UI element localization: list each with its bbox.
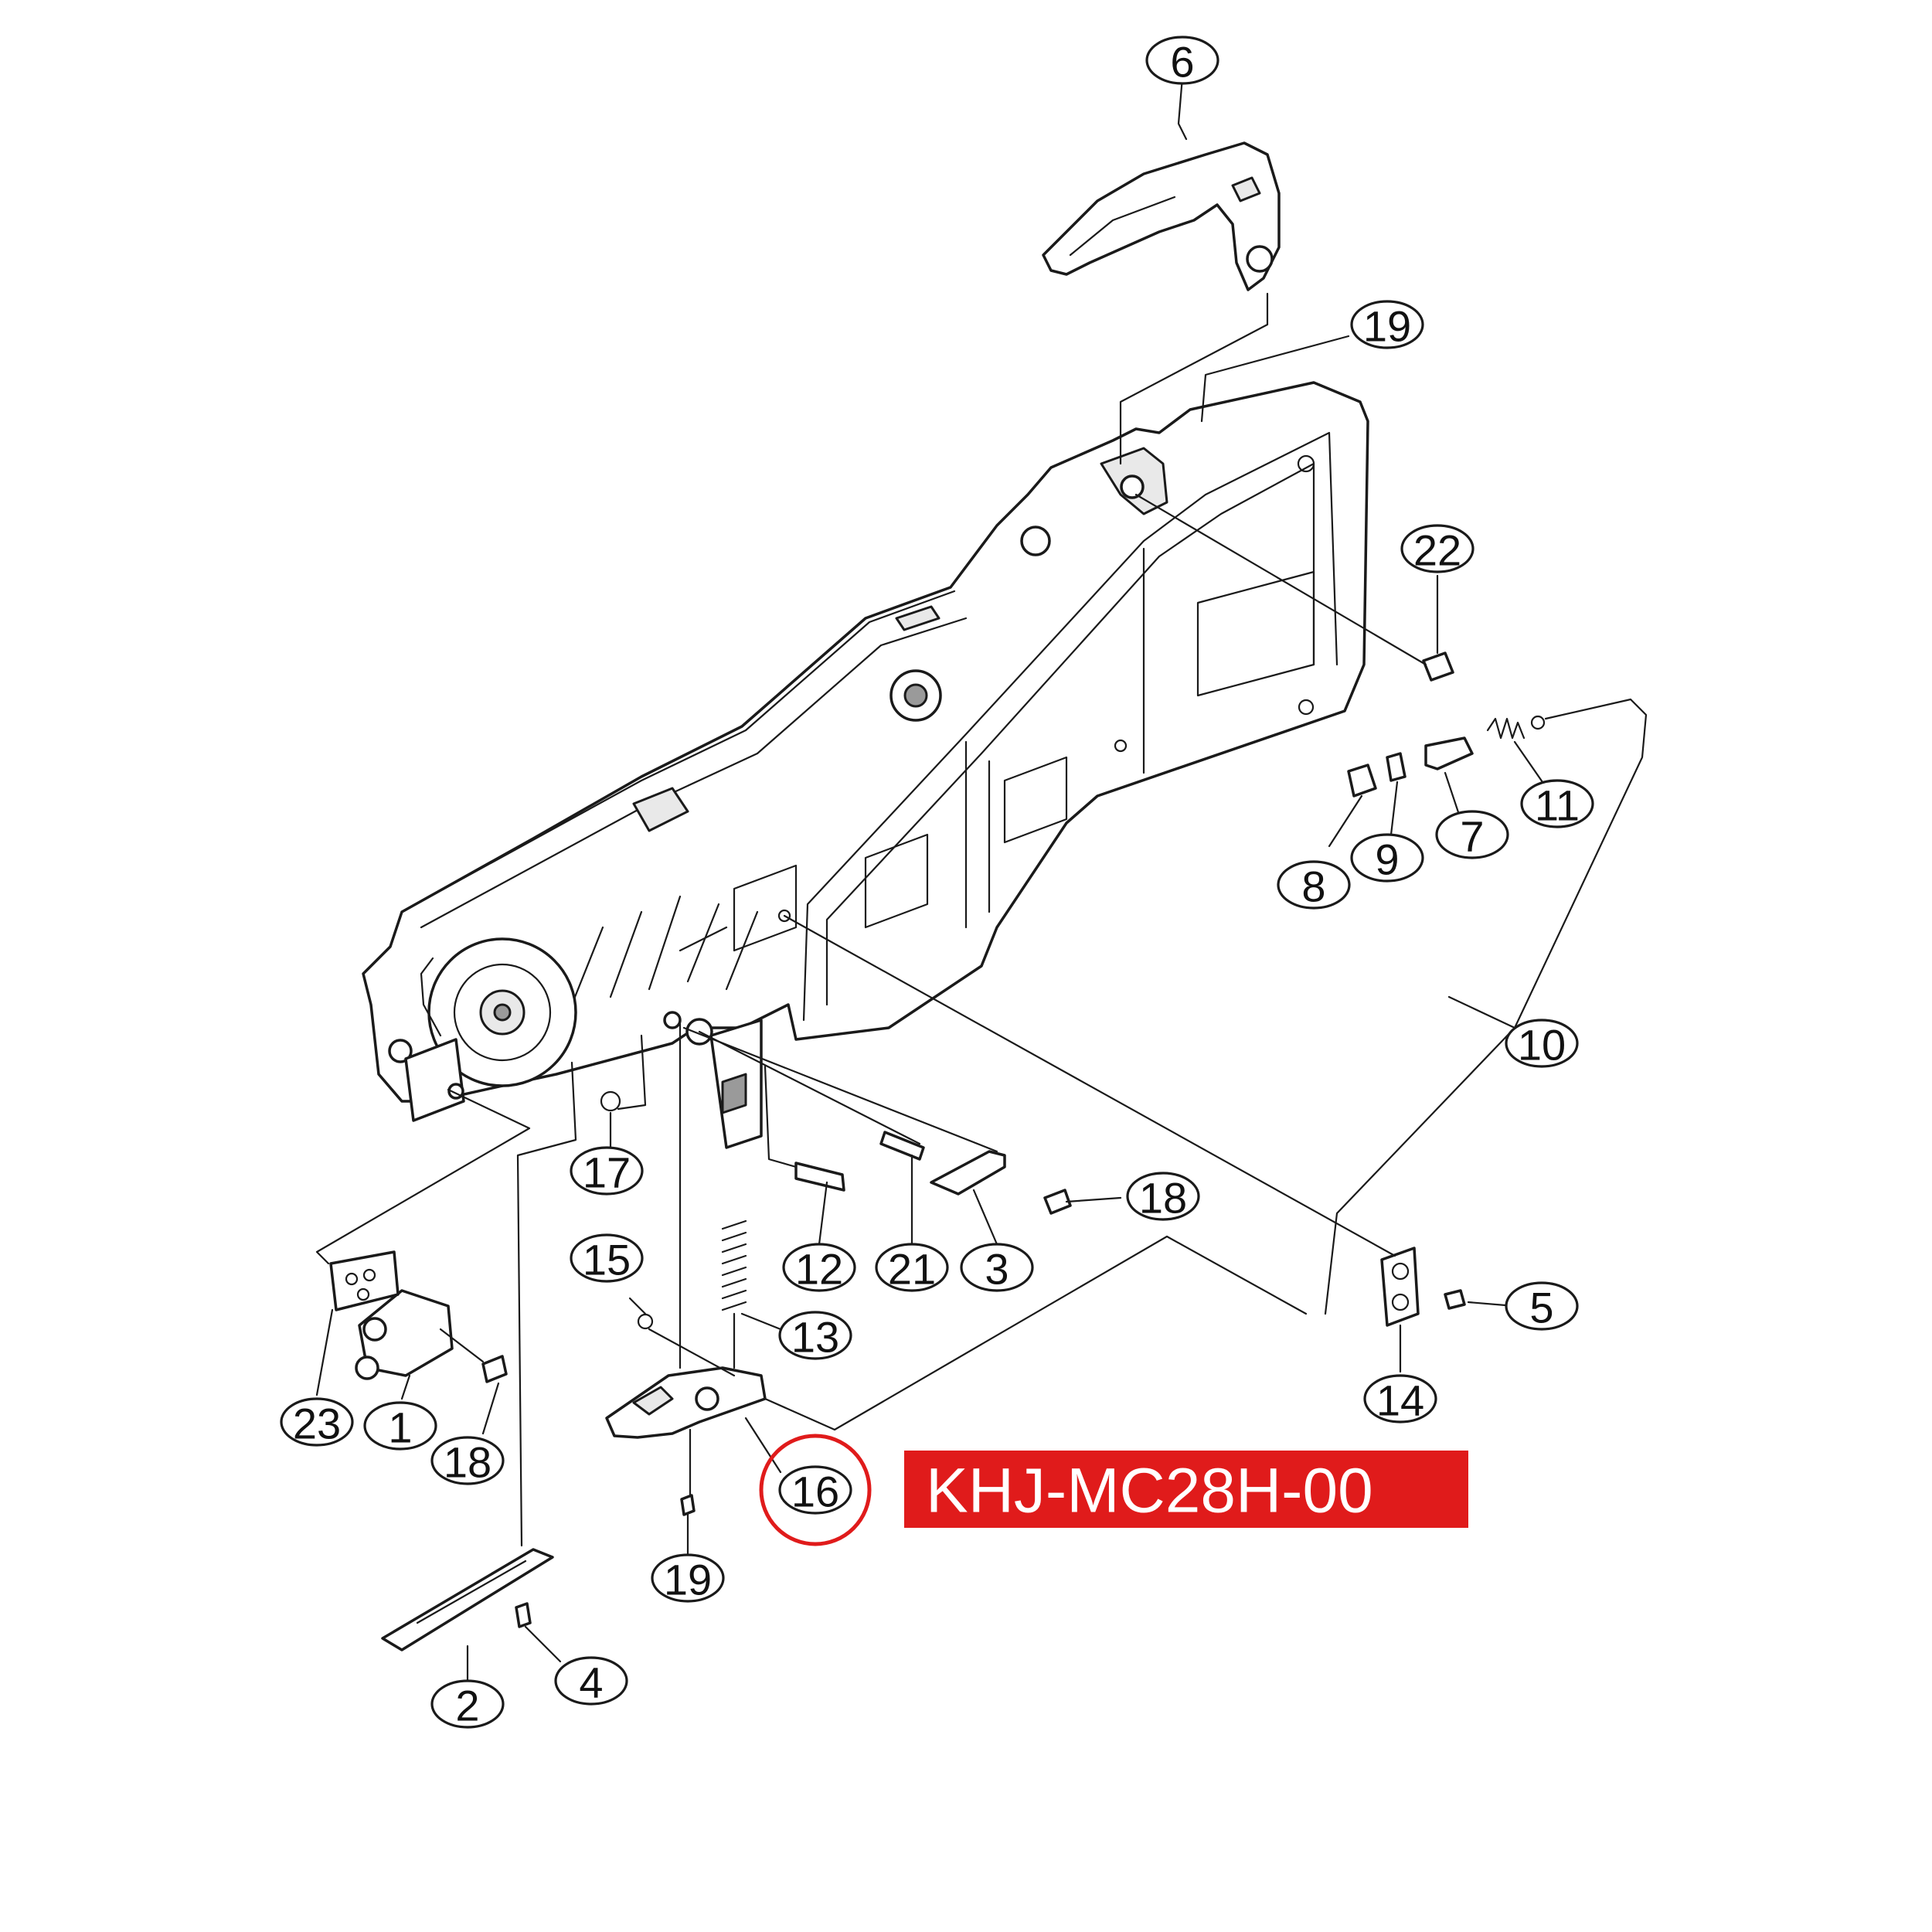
callout-label: 18 bbox=[444, 1438, 492, 1487]
callout-label: 19 bbox=[1363, 302, 1411, 351]
callout-18-right: 18 bbox=[1126, 1172, 1200, 1223]
lever-7 bbox=[1424, 736, 1474, 770]
part-code-label: KHJ-MC28H-00 bbox=[904, 1451, 1468, 1528]
callout-4: 4 bbox=[554, 1656, 628, 1707]
screw-4 bbox=[515, 1602, 532, 1628]
callout-label: 8 bbox=[1301, 862, 1325, 911]
callout-18-left: 18 bbox=[430, 1436, 505, 1487]
callout-label: 11 bbox=[1535, 781, 1580, 830]
callout-8: 8 bbox=[1277, 860, 1351, 911]
plate-14 bbox=[1380, 1247, 1420, 1327]
callout-label: 13 bbox=[791, 1313, 839, 1362]
callout-17: 17 bbox=[570, 1146, 644, 1197]
pin-19-lower bbox=[680, 1494, 696, 1516]
callout-23: 23 bbox=[280, 1397, 354, 1448]
callout-label: 18 bbox=[1139, 1174, 1187, 1223]
highlight-ring bbox=[759, 1434, 872, 1546]
eclip-17 bbox=[600, 1090, 621, 1112]
pin-21 bbox=[879, 1131, 925, 1161]
callout-3: 3 bbox=[960, 1243, 1034, 1294]
callout-label: 23 bbox=[293, 1400, 341, 1448]
leader-lines bbox=[315, 76, 1551, 1686]
shaft-12 bbox=[794, 1162, 845, 1192]
callout-13: 13 bbox=[778, 1311, 852, 1362]
callout-label: 17 bbox=[583, 1148, 631, 1197]
callout-label: 4 bbox=[579, 1658, 603, 1707]
callout-label: 1 bbox=[388, 1403, 412, 1452]
screw-18-left bbox=[481, 1355, 508, 1383]
callout-19-bottom: 19 bbox=[651, 1553, 725, 1604]
part-code-text: KHJ-MC28H-00 bbox=[926, 1456, 1373, 1526]
callout-2: 2 bbox=[430, 1679, 505, 1730]
screw-18-right bbox=[1043, 1189, 1072, 1215]
callout-15: 15 bbox=[570, 1233, 644, 1284]
lever-16 bbox=[605, 1366, 767, 1439]
wire-10 bbox=[1324, 698, 1648, 1315]
callout-label: 15 bbox=[583, 1236, 631, 1284]
clip-9 bbox=[1386, 752, 1406, 782]
callout-label: 16 bbox=[791, 1468, 839, 1516]
callout-label: 6 bbox=[1170, 38, 1194, 87]
spring-13 bbox=[721, 1219, 747, 1311]
callout-label: 2 bbox=[455, 1682, 479, 1730]
plate-23 bbox=[329, 1250, 400, 1311]
part-code-background bbox=[904, 1451, 1468, 1528]
callout-14: 14 bbox=[1363, 1374, 1437, 1425]
callout-label: 21 bbox=[888, 1245, 936, 1294]
cutter-3 bbox=[930, 1150, 1006, 1196]
callout-16: 16 bbox=[778, 1465, 852, 1516]
callout-6: 6 bbox=[1145, 36, 1219, 87]
callout-10: 10 bbox=[1505, 1019, 1579, 1070]
callout-label: 3 bbox=[985, 1245, 1009, 1294]
callout-label: 12 bbox=[795, 1245, 843, 1294]
screw-5 bbox=[1444, 1289, 1466, 1310]
callout-label: 10 bbox=[1518, 1021, 1566, 1070]
clip-8 bbox=[1347, 764, 1377, 798]
spring-11 bbox=[1486, 717, 1526, 740]
eclip-15 bbox=[637, 1313, 654, 1330]
callout-label: 19 bbox=[664, 1556, 712, 1604]
callout-19-top: 19 bbox=[1350, 300, 1424, 351]
callout-5: 5 bbox=[1505, 1281, 1579, 1332]
handle-part bbox=[1042, 141, 1281, 291]
callout-7: 7 bbox=[1435, 810, 1509, 861]
callout-11: 11 bbox=[1520, 779, 1594, 830]
pin-22 bbox=[1422, 651, 1454, 682]
feeder-body bbox=[362, 381, 1369, 1149]
callout-9: 9 bbox=[1350, 833, 1424, 884]
callout-label: 14 bbox=[1376, 1376, 1424, 1425]
callout-label: 5 bbox=[1529, 1284, 1553, 1332]
callout-1: 1 bbox=[363, 1401, 437, 1452]
callout-22: 22 bbox=[1400, 524, 1475, 575]
callout-label: 7 bbox=[1460, 812, 1484, 861]
callout-12: 12 bbox=[782, 1243, 856, 1294]
callout-21: 21 bbox=[875, 1243, 949, 1294]
callout-label: 22 bbox=[1413, 526, 1461, 575]
guide-2 bbox=[381, 1548, 554, 1651]
callout-label: 9 bbox=[1375, 835, 1399, 884]
